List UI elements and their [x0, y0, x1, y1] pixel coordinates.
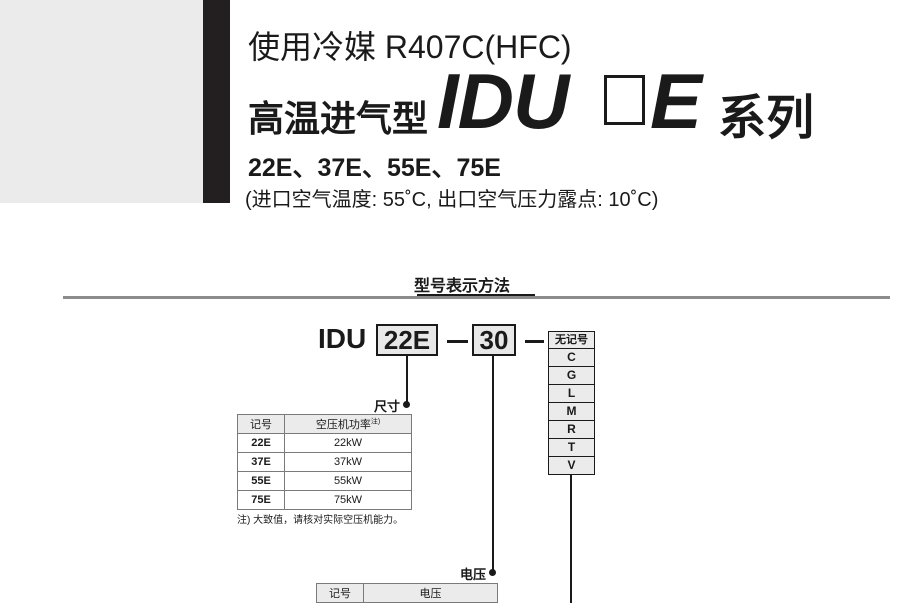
option-cell: T [548, 439, 595, 457]
option-cell: M [548, 403, 595, 421]
table-row: 75E 75kW [237, 490, 412, 510]
table-header-cell: 记号 [237, 414, 285, 434]
model-code-voltage-box: 30 [472, 324, 516, 356]
size-leader-dot [403, 401, 410, 408]
model-code-dash [525, 340, 544, 343]
table-header-cell: 记号 [316, 583, 364, 603]
table-header-text: 空压机功率 [315, 419, 371, 431]
series-placeholder-box [604, 75, 645, 125]
table-row: 55E 55kW [237, 471, 412, 491]
option-column: 无记号 C G L M R T V [548, 331, 595, 475]
header-grey-block [0, 0, 203, 203]
voltage-leader-line [492, 356, 494, 573]
table-cell-code: 75E [237, 490, 285, 510]
voltage-label: 电压 [460, 567, 487, 582]
table-cell-value: 75kW [284, 490, 412, 510]
model-code-size-box: 22E [376, 324, 438, 356]
option-cell: C [548, 349, 595, 367]
size-label: 尺寸 [374, 399, 401, 414]
section-title: 型号表示方法 [414, 278, 511, 295]
series-title-prefix: 高温进气型 [248, 98, 429, 139]
model-code-dash [447, 340, 468, 343]
table-row: 22E 22kW [237, 433, 412, 453]
series-name: IDU [437, 57, 569, 145]
table-cell-code: 55E [237, 471, 285, 491]
series-name-suffix-letter: E [650, 57, 703, 145]
table-cell-value: 55kW [284, 471, 412, 491]
voltage-table: 记号 电压 [316, 583, 498, 603]
option-cell: L [548, 385, 595, 403]
table-header-row: 记号 电压 [316, 583, 498, 603]
header-accent-bar [203, 0, 230, 203]
table-cell-value: 22kW [284, 433, 412, 453]
option-cell: R [548, 421, 595, 439]
section-divider [63, 296, 890, 299]
option-cell: V [548, 457, 595, 475]
size-table: 记号 空压机功率注) 22E 22kW 37E 37kW 55E 55kW 75… [237, 414, 412, 510]
size-table-note: 注) 大致值，请核对实际空压机能力。 [237, 515, 404, 526]
model-list: 22E、37E、55E、75E [248, 154, 501, 182]
table-cell-code: 22E [237, 433, 285, 453]
table-header-cell: 电压 [363, 583, 498, 603]
table-row: 37E 37kW [237, 452, 412, 472]
series-suffix: 系列 [718, 92, 815, 145]
option-cell: 无记号 [548, 331, 595, 349]
option-cell: G [548, 367, 595, 385]
table-header-row: 记号 空压机功率注) [237, 414, 412, 434]
operating-condition: (进口空气温度: 55˚C, 出口空气压力露点: 10˚C) [245, 189, 659, 211]
table-cell-code: 37E [237, 452, 285, 472]
table-cell-value: 37kW [284, 452, 412, 472]
voltage-leader-dot [489, 569, 496, 576]
refrigerant-subtitle: 使用冷媒 R407C(HFC) [248, 29, 572, 65]
table-header-cell: 空压机功率注) [284, 414, 412, 434]
model-code-prefix: IDU [318, 323, 367, 354]
section-title-underline [417, 294, 535, 296]
size-leader-line [406, 356, 408, 404]
table-header-note: 注) [370, 418, 381, 426]
option-leader-line [570, 475, 572, 603]
